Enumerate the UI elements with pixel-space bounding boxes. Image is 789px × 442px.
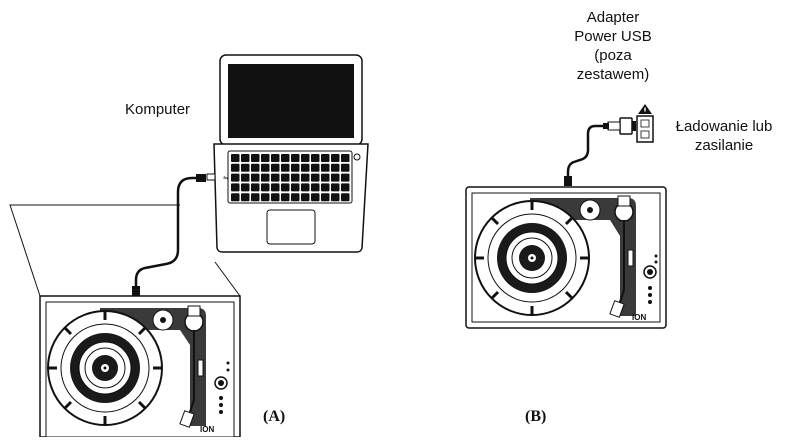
power-adapter xyxy=(603,117,636,135)
keyboard-key xyxy=(311,183,320,192)
keyboard-key xyxy=(241,193,250,202)
adapter-label-line-2: Power USB xyxy=(574,28,652,45)
keyboard-key xyxy=(301,163,310,172)
svg-text:⇋: ⇋ xyxy=(223,175,229,182)
adapter-label: Adapter Power USB (poza zestawem) xyxy=(548,8,678,84)
charging-label: Ładowanie lub zasilanie xyxy=(665,117,783,155)
keyboard-key xyxy=(261,193,270,202)
keyboard-key xyxy=(331,193,340,202)
ion-logo-b: ION xyxy=(632,313,646,322)
keyboard-key xyxy=(261,154,270,162)
controls-b xyxy=(643,254,658,304)
controls-a xyxy=(214,361,230,414)
keyboard-key xyxy=(341,154,350,162)
keyboard-key xyxy=(321,154,330,162)
keyboard-key xyxy=(231,154,240,162)
ion-logo-a: ION xyxy=(200,425,214,434)
keyboard-key xyxy=(271,173,280,182)
keyboard-key xyxy=(311,163,320,172)
keyboard-key xyxy=(341,173,350,182)
keyboard-key xyxy=(291,163,300,172)
laptop-icon: ⇋ xyxy=(206,54,369,253)
wall-outlet-icon xyxy=(636,104,654,143)
usb-cable-b xyxy=(564,124,603,186)
platter-b xyxy=(474,200,590,316)
keyboard-key xyxy=(241,154,250,162)
turntable-a: ION xyxy=(39,295,241,438)
keyboard-key xyxy=(231,193,240,202)
keyboard-key xyxy=(241,163,250,172)
keyboard-key xyxy=(261,173,270,182)
keyboard-key xyxy=(231,173,240,182)
usb-cable-a xyxy=(132,174,206,296)
diagram-b: ION xyxy=(465,104,667,329)
keyboard-key xyxy=(331,154,340,162)
keyboard-key xyxy=(251,183,260,192)
keyboard-key xyxy=(231,163,240,172)
charging-label-line-2: zasilanie xyxy=(694,137,754,154)
turntable-b: ION xyxy=(465,186,667,329)
keyboard-key xyxy=(261,183,270,192)
keyboard-key xyxy=(341,183,350,192)
keyboard-key xyxy=(291,183,300,192)
adapter-label-line-3: (poza xyxy=(594,47,632,64)
keyboard-key xyxy=(321,163,330,172)
keyboard-key xyxy=(311,193,320,202)
keyboard-key xyxy=(281,193,290,202)
keyboard-key xyxy=(321,193,330,202)
keyboard-key xyxy=(251,163,260,172)
keyboard-key xyxy=(301,183,310,192)
keyboard-key xyxy=(291,173,300,182)
diagram-a: ⇋ xyxy=(9,54,369,438)
keyboard-key xyxy=(271,193,280,202)
keyboard-key xyxy=(331,173,340,182)
platter-a xyxy=(47,310,163,426)
usb-plug-b-turntable xyxy=(564,176,572,186)
charging-label-line-1: Ładowanie lub xyxy=(675,118,773,135)
keyboard-key xyxy=(281,183,290,192)
keyboard-key xyxy=(341,193,350,202)
adapter-label-line-1: Adapter xyxy=(586,9,640,26)
keyboard-key xyxy=(281,163,290,172)
keyboard-key xyxy=(241,173,250,182)
keyboard-key xyxy=(271,154,280,162)
turntable-lid xyxy=(9,204,241,297)
keyboard-key xyxy=(261,163,270,172)
keyboard-key xyxy=(331,183,340,192)
adapter-label-line-4: zestawem) xyxy=(576,66,650,83)
keyboard-key xyxy=(301,173,310,182)
keyboard-key xyxy=(321,183,330,192)
keyboard-key xyxy=(291,193,300,202)
keyboard-key xyxy=(251,173,260,182)
caption-a: (A) xyxy=(263,408,286,425)
keyboard-key xyxy=(321,173,330,182)
computer-label: Komputer xyxy=(125,101,191,118)
keyboard-key xyxy=(311,173,320,182)
tonearm-b xyxy=(609,195,634,318)
keyboard-key xyxy=(291,154,300,162)
keyboard-key xyxy=(281,154,290,162)
keyboard-key xyxy=(251,154,260,162)
keyboard-key xyxy=(271,163,280,172)
keyboard-keys xyxy=(231,154,350,202)
keyboard-key xyxy=(281,173,290,182)
keyboard-key xyxy=(251,193,260,202)
keyboard-key xyxy=(341,163,350,172)
usb-plug-a-turntable xyxy=(132,286,140,296)
keyboard-key xyxy=(311,154,320,162)
keyboard-key xyxy=(331,163,340,172)
keyboard-key xyxy=(241,183,250,192)
keyboard-key xyxy=(271,183,280,192)
usb-plug-a-laptop xyxy=(196,174,206,182)
keyboard-key xyxy=(301,193,310,202)
tonearm-a xyxy=(179,305,204,428)
keyboard-key xyxy=(231,183,240,192)
keyboard-key xyxy=(301,154,310,162)
caption-b: (B) xyxy=(525,408,547,425)
